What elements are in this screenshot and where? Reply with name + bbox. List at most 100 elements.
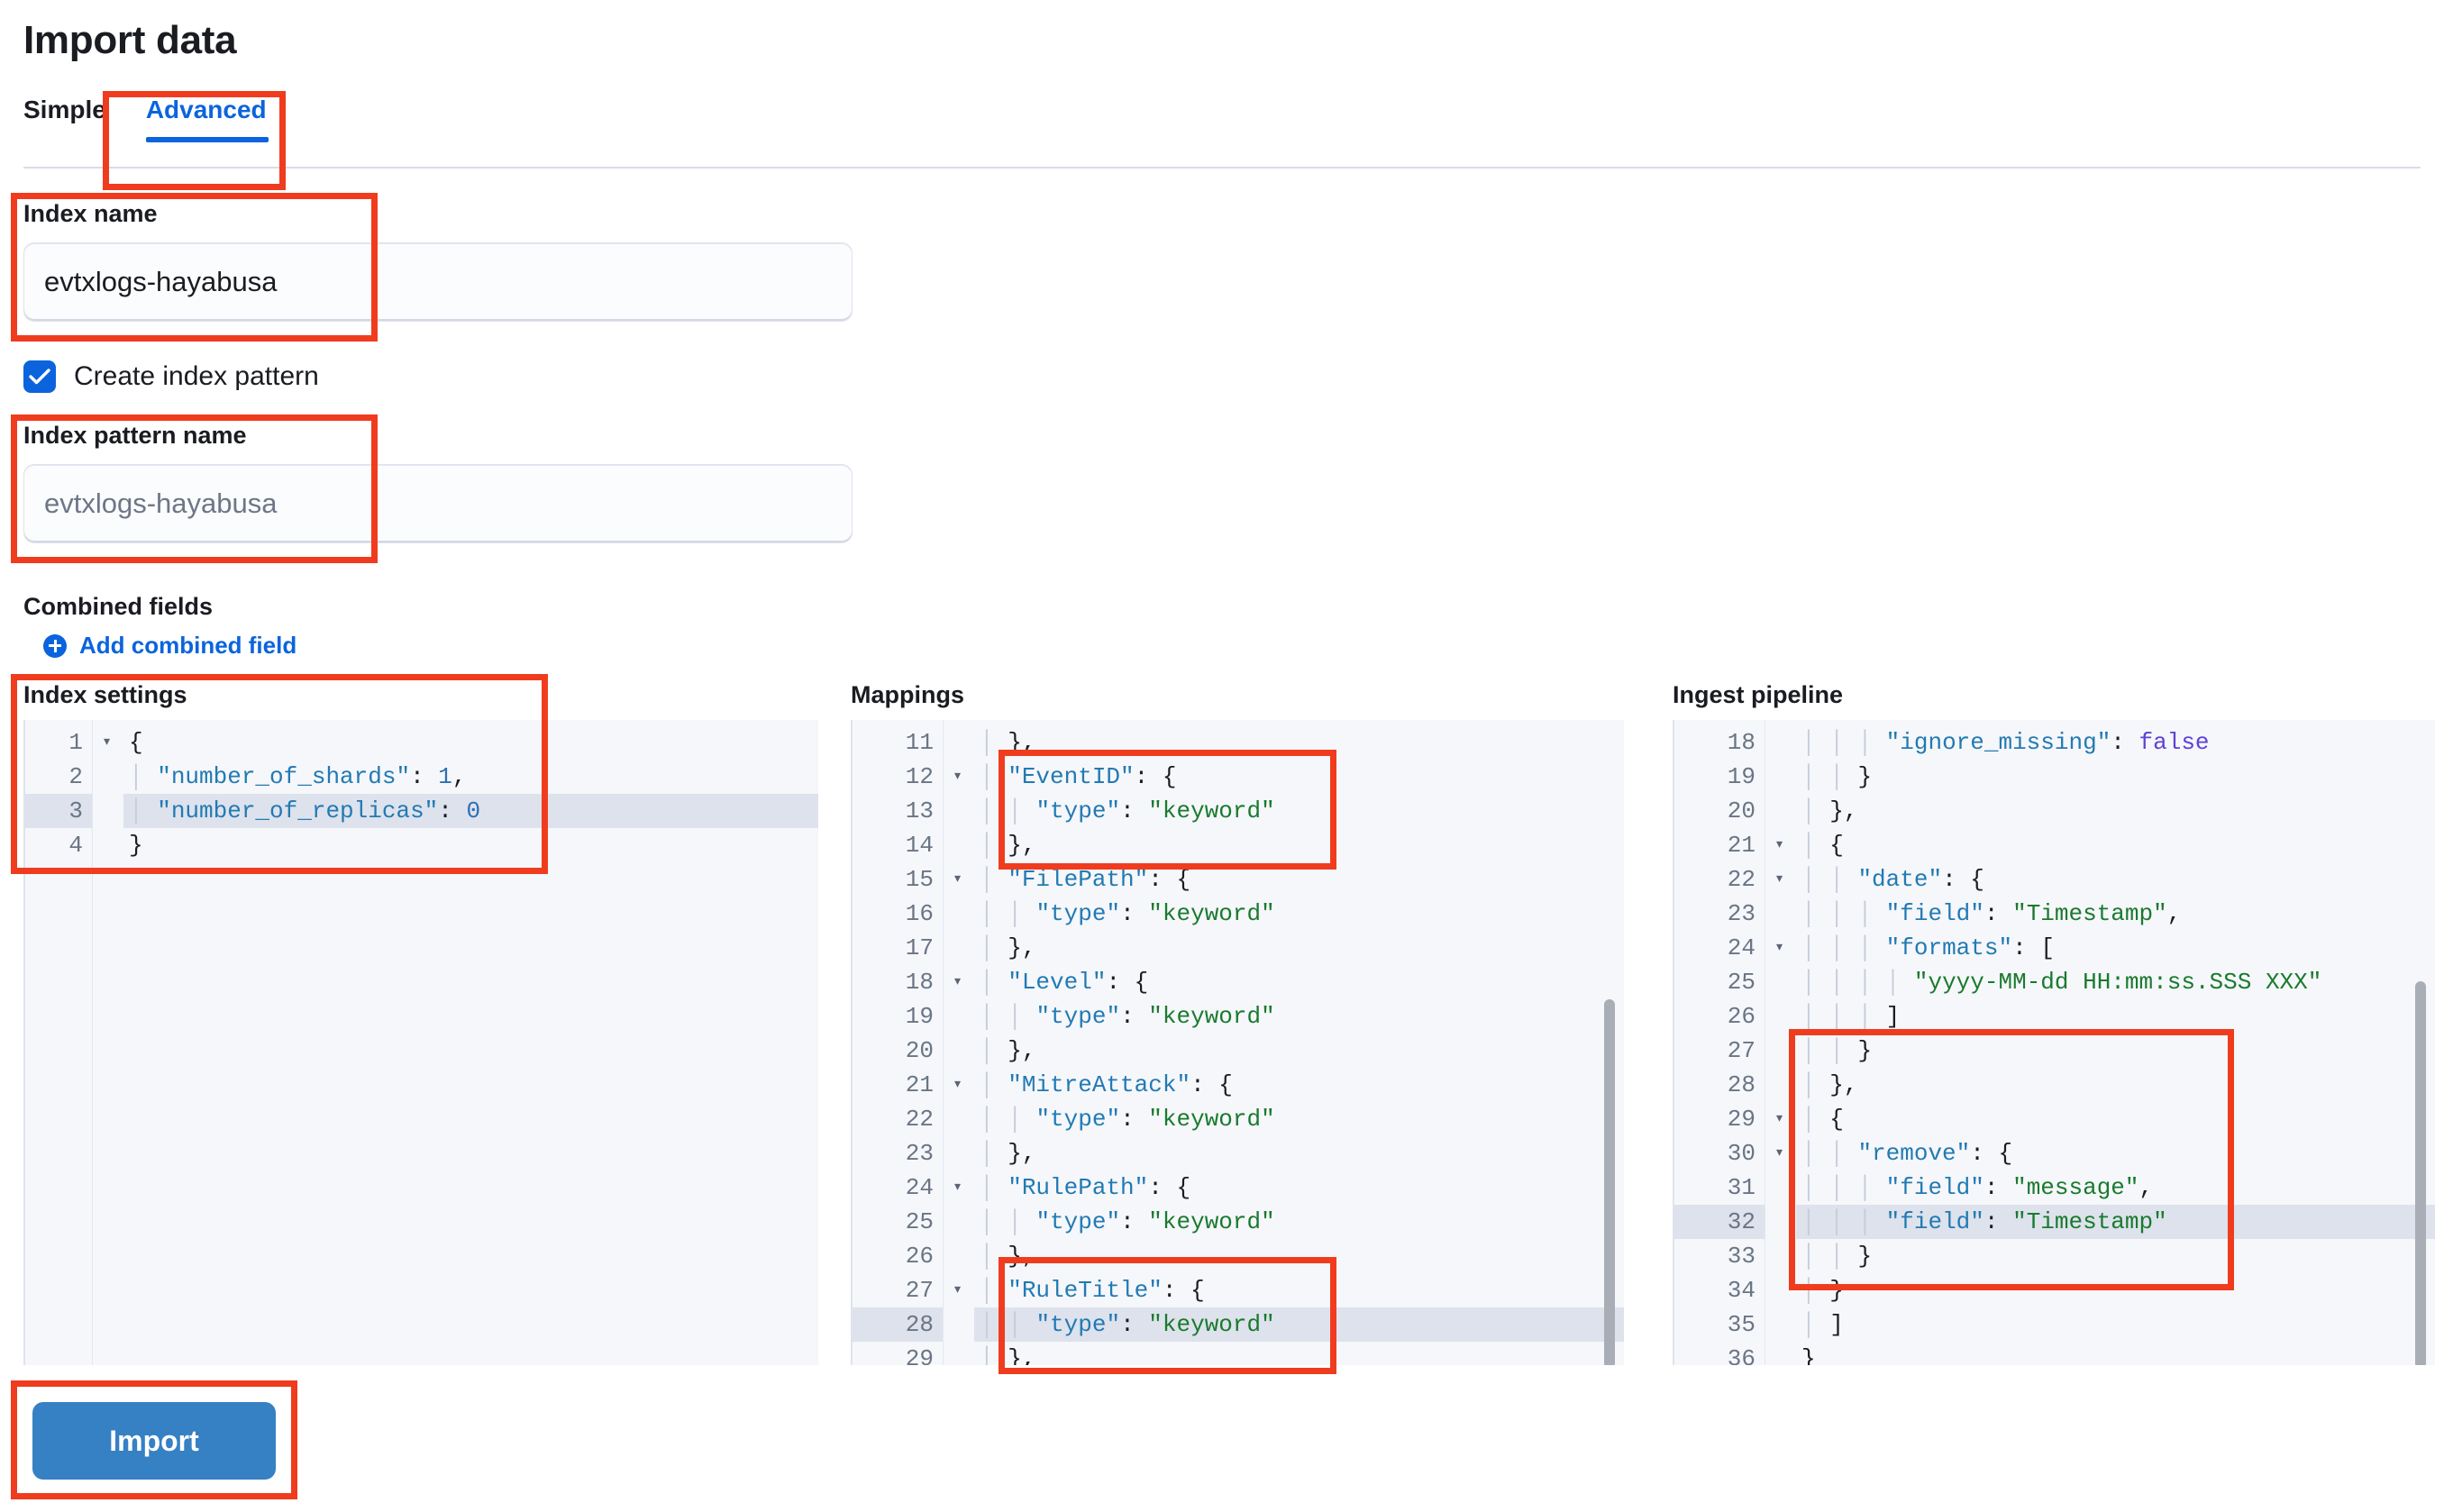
code-line[interactable]: │ }, <box>980 729 1036 756</box>
code-line[interactable]: │ "FilePath": { <box>980 866 1191 893</box>
line-number: 29▾ <box>1674 1102 1784 1136</box>
fold-arrow-icon[interactable]: ▾ <box>953 1281 962 1299</box>
fold-arrow-icon[interactable]: ▾ <box>1774 836 1784 854</box>
code-line[interactable]: │ │ │ "field": "message", <box>1801 1174 2154 1201</box>
import-button[interactable]: Import <box>32 1402 276 1480</box>
code-line[interactable]: │ }, <box>1801 797 1858 824</box>
code-line[interactable]: │ "RuleTitle": { <box>980 1277 1205 1304</box>
code-line[interactable]: │ { <box>1801 832 1844 859</box>
code-line[interactable]: │ │ │ "field": "Timestamp", <box>1801 900 2182 927</box>
line-number: 28 <box>1727 1071 1755 1098</box>
line-number: 22▾ <box>1674 862 1784 897</box>
index-pattern-name-input[interactable] <box>23 464 853 543</box>
code-line[interactable]: │ │ "type": "keyword" <box>974 1307 1624 1342</box>
line-number: 23 <box>905 1140 934 1167</box>
index-settings-code[interactable]: { │ "number_of_shards": 1, │ "number_of_re… <box>123 720 818 1365</box>
fold-arrow-icon[interactable]: ▾ <box>1774 1110 1784 1128</box>
code-line[interactable]: │ │ } <box>1801 1243 1873 1270</box>
line-number: 27 <box>1727 1037 1755 1064</box>
code-line[interactable]: │ }, <box>980 1243 1036 1270</box>
code-line[interactable]: │ │ │ "field": "Timestamp" <box>1796 1205 2435 1239</box>
index-pattern-name-field-group: Index pattern name <box>23 422 853 543</box>
index-pattern-name-label: Index pattern name <box>23 422 247 449</box>
fold-arrow-icon[interactable]: ▾ <box>953 870 962 888</box>
mappings-title: Mappings <box>851 681 964 708</box>
tab-simple[interactable]: Simple <box>23 96 106 123</box>
code-line[interactable]: │ │ "remove": { <box>1801 1140 2013 1167</box>
code-line[interactable]: │ }, <box>980 832 1036 859</box>
combined-fields-label: Combined fields <box>23 593 214 620</box>
code-line[interactable]: { <box>129 729 143 756</box>
line-number: 20 <box>905 1037 934 1064</box>
code-line[interactable]: │ │ │ ] <box>1801 1003 1901 1030</box>
mappings-fold-gutter <box>944 720 974 1365</box>
code-line[interactable]: │ │ "type": "keyword" <box>980 1208 1275 1235</box>
code-line[interactable]: │ │ "type": "keyword" <box>980 1106 1275 1133</box>
code-line[interactable]: │ │ "type": "keyword" <box>980 797 1275 824</box>
line-number: 32 <box>1674 1205 1765 1239</box>
line-number: 12▾ <box>853 760 962 794</box>
line-number: 14 <box>905 832 934 859</box>
code-line[interactable]: │ │ "date": { <box>1801 866 1984 893</box>
ingest-pipeline-scrollbar[interactable] <box>2415 981 2426 1365</box>
fold-arrow-icon[interactable]: ▾ <box>953 1179 962 1197</box>
add-combined-field-label: Add combined field <box>79 632 297 659</box>
code-line[interactable]: │ "number_of_replicas": 0 <box>123 794 818 828</box>
line-number: 28 <box>853 1307 943 1342</box>
code-line[interactable]: │ │ "type": "keyword" <box>980 1003 1275 1030</box>
line-number: 19 <box>1727 763 1755 790</box>
tab-bar: Simple Advanced <box>23 96 287 142</box>
code-line[interactable]: │ "RulePath": { <box>980 1174 1191 1201</box>
line-number: 1▾ <box>25 725 112 760</box>
line-number: 26 <box>905 1243 934 1270</box>
code-line[interactable]: │ }, <box>980 1037 1036 1064</box>
code-line[interactable]: │ │ │ "ignore_missing": false <box>1801 729 2210 756</box>
code-line[interactable]: │ } <box>1801 1277 1844 1304</box>
create-index-pattern-row[interactable]: Create index pattern <box>23 360 319 393</box>
add-combined-field-button[interactable]: Add combined field <box>43 632 296 660</box>
code-line[interactable]: │ "EventID": { <box>980 763 1177 790</box>
code-line[interactable]: │ │ │ "formats": [ <box>1801 934 2055 961</box>
code-line[interactable]: │ │ "type": "keyword" <box>980 900 1275 927</box>
line-number: 4 <box>68 832 83 859</box>
code-line[interactable]: │ "number_of_shards": 1, <box>129 763 467 790</box>
code-line[interactable]: │ { <box>1801 1106 1844 1133</box>
code-line[interactable]: } <box>129 832 143 859</box>
line-number: 3 <box>25 794 92 828</box>
mappings-scrollbar[interactable] <box>1604 999 1615 1365</box>
tab-advanced[interactable]: Advanced <box>126 96 287 142</box>
fold-arrow-icon[interactable]: ▾ <box>1774 939 1784 957</box>
line-number: 16 <box>905 900 934 927</box>
fold-arrow-icon[interactable]: ▾ <box>102 733 112 751</box>
fold-arrow-icon[interactable]: ▾ <box>953 768 962 786</box>
line-number: 34 <box>1727 1277 1755 1304</box>
fold-arrow-icon[interactable]: ▾ <box>1774 1144 1784 1162</box>
fold-arrow-icon[interactable]: ▾ <box>1774 870 1784 888</box>
tab-divider <box>23 167 2421 169</box>
code-line[interactable]: │ "MitreAttack": { <box>980 1071 1233 1098</box>
code-line[interactable]: │ │ } <box>1801 1037 1873 1064</box>
index-name-input[interactable] <box>23 242 853 322</box>
ingest-pipeline-code[interactable]: │ │ │ "ignore_missing": false │ │ } │ }, │ … <box>1796 720 2435 1365</box>
fold-arrow-icon[interactable]: ▾ <box>953 1076 962 1094</box>
code-line[interactable]: } <box>1801 1345 1816 1365</box>
line-number: 31 <box>1727 1174 1755 1201</box>
code-line[interactable]: │ }, <box>980 934 1036 961</box>
mappings-code[interactable]: │ }, │ "EventID": { │ │ "type": "keyword" │… <box>974 720 1624 1365</box>
code-line[interactable]: │ }, <box>980 1140 1036 1167</box>
code-line[interactable]: │ }, <box>980 1345 1036 1365</box>
code-line[interactable]: │ }, <box>1801 1071 1858 1098</box>
code-line[interactable]: │ "Level": { <box>980 969 1149 996</box>
code-line[interactable]: │ ] <box>1801 1311 1844 1338</box>
line-number: 19 <box>905 1003 934 1030</box>
code-line[interactable]: │ │ │ │ "yyyy-MM-dd HH:mm:ss.SSS XXX" <box>1801 969 2322 996</box>
line-number: 30▾ <box>1674 1136 1784 1170</box>
fold-arrow-icon[interactable]: ▾ <box>953 973 962 991</box>
code-line[interactable]: │ │ } <box>1801 763 1873 790</box>
checkbox-checked-icon[interactable] <box>23 360 56 393</box>
